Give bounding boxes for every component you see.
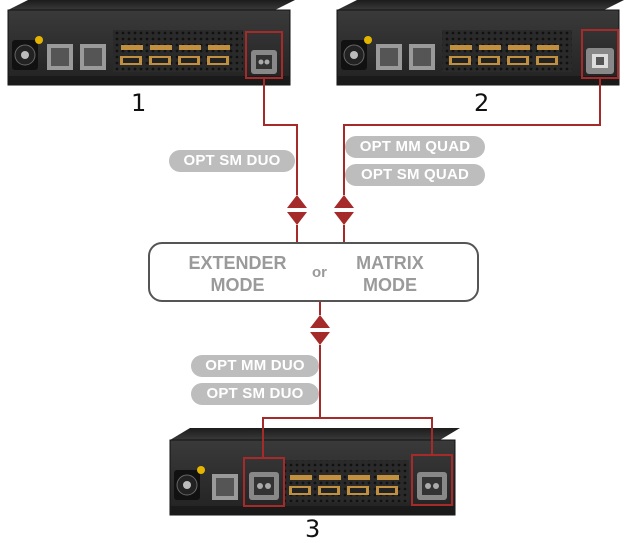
extender-mode-label: EXTENDER MODE <box>188 253 287 295</box>
hdmi-port <box>178 56 200 65</box>
cable-type-label: OPT MM QUAD <box>345 136 485 158</box>
matrix-mode-label: MATRIX MODE <box>356 253 424 295</box>
cable-type-label: OPT MM DUO <box>191 355 319 377</box>
status-led <box>364 36 372 44</box>
hdmi-port <box>449 56 471 65</box>
hdmi-port <box>376 486 398 495</box>
device-number-3: 3 <box>305 515 321 543</box>
cable-type-label: OPT SM DUO <box>191 383 319 405</box>
hdmi-port <box>536 56 558 65</box>
cable-device2 <box>343 78 601 195</box>
ethernet-port <box>47 44 73 70</box>
hdmi-port <box>289 486 311 495</box>
bidirectional-arrow-icon <box>334 195 354 225</box>
hdmi-port <box>120 56 142 65</box>
cable-lines <box>262 78 601 458</box>
bidirectional-arrow-icon <box>310 315 330 345</box>
hdmi-port <box>347 486 369 495</box>
hdmi-port <box>207 56 229 65</box>
cable-type-label: OPT SM QUAD <box>345 164 485 186</box>
device-2 <box>336 0 624 86</box>
device-number-1: 1 <box>131 89 147 117</box>
fiber-port-highlight <box>581 29 619 79</box>
power-connector <box>174 470 200 500</box>
hdmi-port <box>478 56 500 65</box>
hdmi-port <box>318 486 340 495</box>
device-3 <box>169 428 460 516</box>
device-1 <box>7 0 295 86</box>
cable-device3-b <box>320 417 433 455</box>
power-connector <box>12 40 38 70</box>
cable-type-label: OPT SM DUO <box>169 150 295 172</box>
ethernet-port <box>80 44 106 70</box>
ethernet-port <box>376 44 402 70</box>
status-led <box>197 466 205 474</box>
device-number-2: 2 <box>474 89 490 117</box>
fiber-port-highlight <box>411 454 453 506</box>
hdmi-port <box>149 56 171 65</box>
mode-selector-box <box>148 242 479 302</box>
power-connector <box>341 40 367 70</box>
status-led <box>35 36 43 44</box>
mode-separator: or <box>312 264 327 281</box>
ethernet-port <box>212 474 238 500</box>
cable-device3-a <box>262 345 321 458</box>
bidirectional-arrow-icon <box>287 195 307 225</box>
fiber-port-highlight <box>243 457 285 507</box>
hdmi-port <box>507 56 529 65</box>
fiber-port-highlight <box>245 31 283 79</box>
cable-device1 <box>263 78 298 195</box>
ethernet-port <box>409 44 435 70</box>
